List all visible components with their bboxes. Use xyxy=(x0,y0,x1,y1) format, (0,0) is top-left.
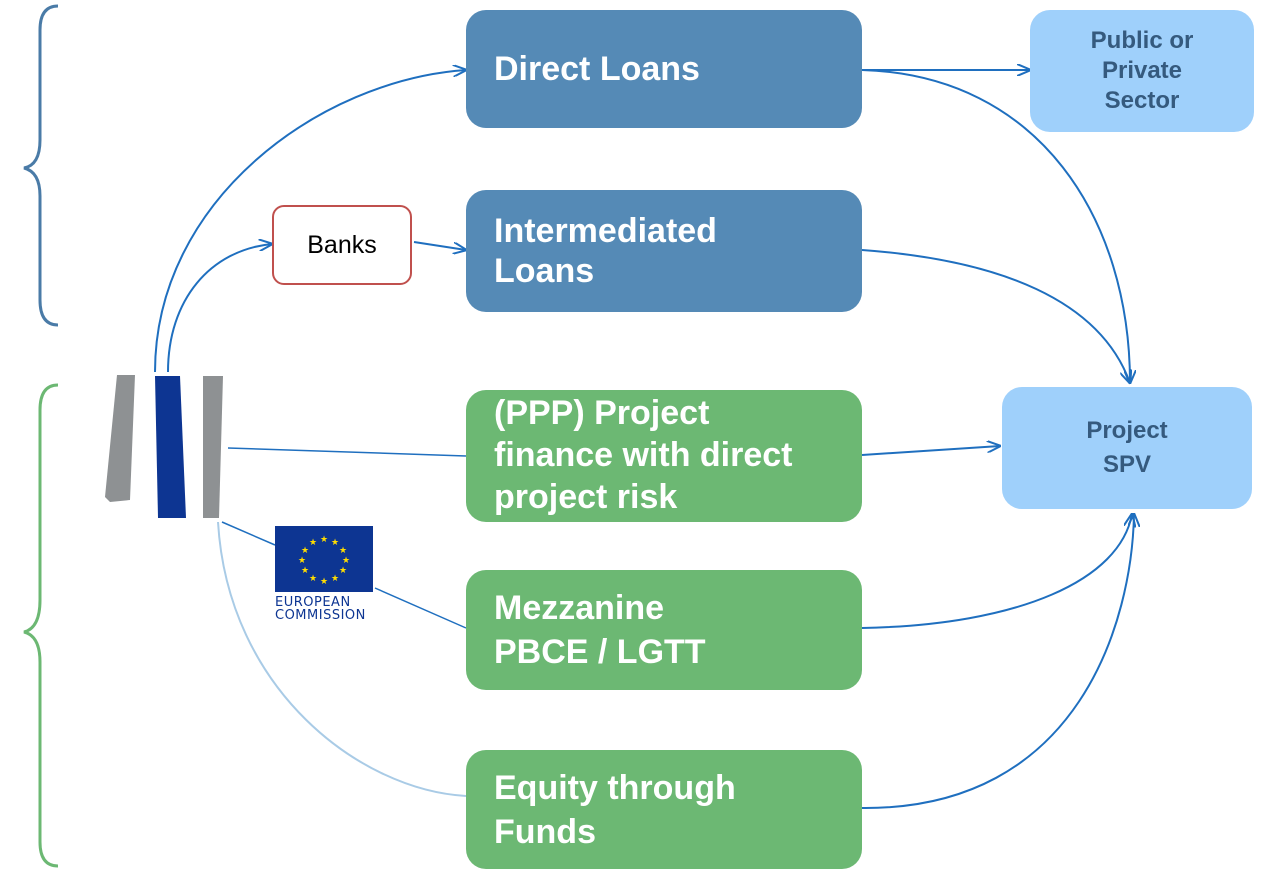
equity-funds-label: Equity through Funds xyxy=(494,768,736,851)
ppp-project-finance-label: (PPP) Project finance with direct projec… xyxy=(494,394,793,516)
mezzanine-box: Mezzanine PBCE / LGTT xyxy=(466,570,862,690)
svg-text:★: ★ xyxy=(301,566,309,576)
intermediated-loans-box: Intermediated Loans xyxy=(466,190,862,312)
svg-text:★: ★ xyxy=(298,556,306,566)
project-spv-label: Project SPV xyxy=(1086,417,1168,478)
svg-text:★: ★ xyxy=(309,538,317,548)
svg-text:★: ★ xyxy=(342,556,350,566)
intermediated-loans-label: Intermediated Loans xyxy=(494,212,717,290)
public-private-sector-box: Public or Private Sector xyxy=(1030,10,1254,132)
svg-text:★: ★ xyxy=(339,546,347,556)
edge-ec-mezzanine xyxy=(374,587,467,629)
edge-eib-ppp xyxy=(227,447,467,457)
svg-text:★: ★ xyxy=(331,574,339,584)
svg-text:★: ★ xyxy=(339,566,347,576)
edge-equity-spv xyxy=(861,514,1134,810)
svg-text:★: ★ xyxy=(320,577,328,587)
public-private-sector-label: Public or Private Sector xyxy=(1090,27,1194,114)
european-commission-logo: ★ ★ ★ ★ ★ ★ ★ ★ ★ ★ ★ ★ EUROPEAN COMMISS… xyxy=(275,526,375,622)
eib-logo-bar-left xyxy=(105,375,135,502)
edge-mezzanine-spv xyxy=(861,514,1132,629)
equity-funds-box: Equity through Funds xyxy=(466,750,862,869)
banks-box: Banks xyxy=(272,205,412,285)
eu-flag: ★ ★ ★ ★ ★ ★ ★ ★ ★ ★ ★ ★ xyxy=(275,526,373,592)
edge-ppp-spv xyxy=(861,446,1000,456)
edge-eib-equity xyxy=(217,521,467,797)
svg-text:★: ★ xyxy=(320,535,328,545)
eu-stars-icon: ★ ★ ★ ★ ★ ★ ★ ★ ★ ★ ★ ★ xyxy=(298,535,350,587)
eib-logo xyxy=(105,375,223,518)
project-spv-box: Project SPV xyxy=(1002,387,1252,509)
eib-logo-bar-right xyxy=(203,376,223,518)
brace-loans xyxy=(23,4,59,327)
edge-direct-spv xyxy=(861,69,1130,383)
edge-intermediated-spv xyxy=(861,249,1130,383)
direct-loans-box: Direct Loans xyxy=(466,10,862,128)
ppp-project-finance-box: (PPP) Project finance with direct projec… xyxy=(466,390,862,522)
edge-banks-intermediated xyxy=(413,241,466,250)
svg-text:★: ★ xyxy=(331,538,339,548)
direct-loans-label: Direct Loans xyxy=(494,50,700,88)
brace-projects xyxy=(23,383,59,868)
european-commission-wordmark: EUROPEAN COMMISSION xyxy=(275,595,366,623)
banks-label: Banks xyxy=(307,230,377,259)
mezzanine-label: Mezzanine PBCE / LGTT xyxy=(494,589,706,671)
eib-logo-bar-middle xyxy=(155,376,186,518)
edge-eib-ec xyxy=(221,521,276,546)
svg-text:★: ★ xyxy=(301,546,309,556)
svg-text:★: ★ xyxy=(309,574,317,584)
edge-eib-direct-loans xyxy=(154,70,466,373)
edge-eib-banks xyxy=(167,244,272,373)
